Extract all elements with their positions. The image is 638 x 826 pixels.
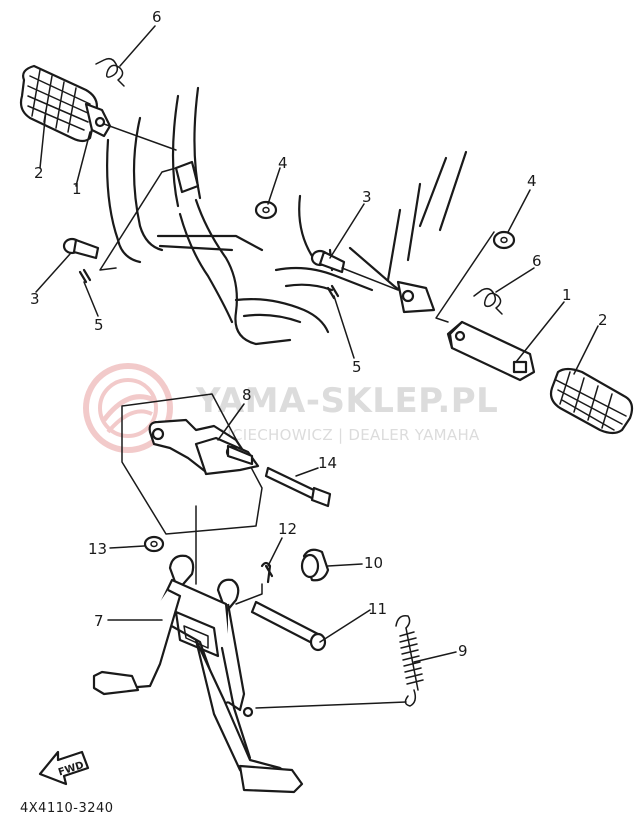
watermark-logo [83, 363, 173, 453]
callout-8: 8 [242, 386, 252, 404]
watermark-tagline: WOJCIECHOWICZ | DEALER YAMAHA [200, 426, 480, 444]
stand-bracket [121, 393, 263, 535]
collar-10 [300, 548, 330, 582]
callout-9: 9 [458, 642, 468, 660]
shaft-11 [250, 600, 327, 652]
callout-5-mid: 5 [352, 358, 362, 376]
leader-lines [35, 25, 599, 663]
clip-12 [260, 561, 274, 584]
washer-13 [143, 535, 165, 553]
callout-6-top: 6 [152, 8, 162, 26]
watermark: YAMA-SKLEP.PL WOJCIECHOWICZ | DEALER YAM… [83, 363, 498, 453]
cotter-pin-mid [326, 284, 340, 300]
alignment-lines-lower [195, 505, 407, 709]
callout-1-right: 1 [562, 286, 572, 304]
alignment-lines-upper [99, 123, 495, 323]
callout-4-right: 4 [527, 172, 537, 190]
callout-2-right: 2 [598, 311, 608, 329]
callout-numbers: 6 2 1 4 3 4 6 3 5 1 2 5 8 14 12 13 10 11… [30, 8, 608, 660]
pin-left [62, 237, 100, 260]
right-footrest-bracket [446, 320, 536, 382]
torsion-spring-top [95, 57, 125, 87]
stand-bolt [264, 466, 332, 508]
callout-7: 7 [94, 612, 104, 630]
callout-6-right: 6 [532, 252, 542, 270]
cotter-pin-left [78, 268, 92, 284]
fwd-arrow: FWD [38, 750, 90, 786]
washer-right [492, 230, 516, 250]
pin-mid [310, 249, 346, 274]
center-stand [92, 554, 304, 794]
callout-11: 11 [368, 600, 387, 618]
callout-5-left: 5 [94, 316, 104, 334]
callout-12: 12 [278, 520, 297, 538]
callout-3-left: 3 [30, 290, 40, 308]
watermark-brand: YAMA-SKLEP.PL [195, 381, 498, 421]
callout-14: 14 [318, 454, 337, 472]
part-code: 4X4110-3240 [20, 801, 114, 816]
left-footrest [19, 64, 112, 143]
callout-10: 10 [364, 554, 383, 572]
torsion-spring-right [473, 287, 503, 315]
callout-1-left: 1 [72, 180, 82, 198]
right-footrest [549, 367, 634, 435]
callout-2-left: 2 [34, 164, 44, 182]
return-spring-9 [395, 614, 424, 707]
frame-tubes [106, 86, 468, 346]
callout-13: 13 [88, 540, 107, 558]
callout-3-mid: 3 [362, 188, 372, 206]
washer-mid [254, 200, 278, 220]
callout-4-mid: 4 [278, 154, 288, 172]
